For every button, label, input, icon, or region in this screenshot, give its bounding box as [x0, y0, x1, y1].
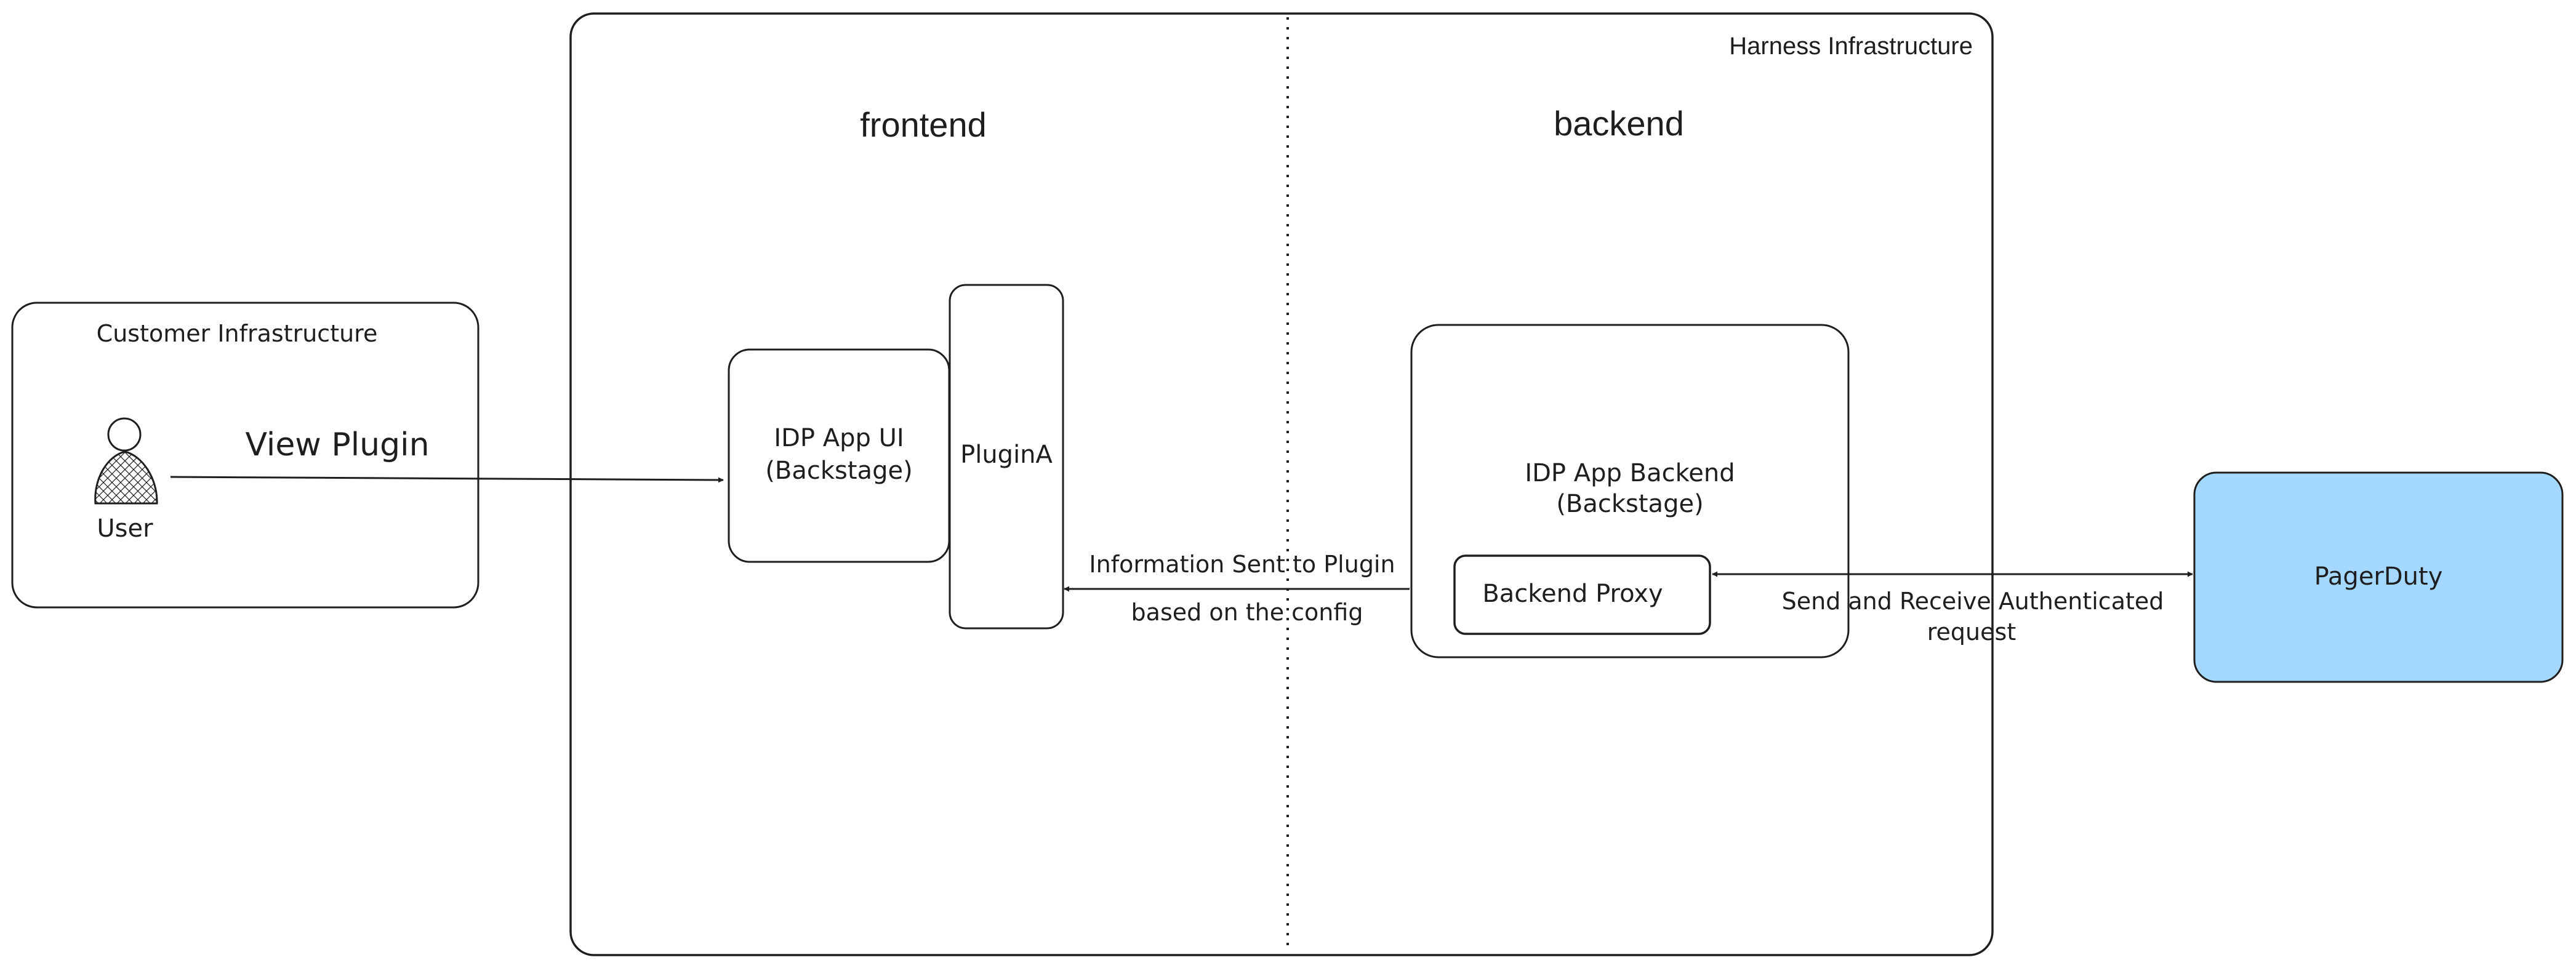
- backend-proxy-label: Backend Proxy: [1482, 580, 1663, 608]
- idp-app-backend-node: IDP App Backend (Backstage): [1410, 324, 1850, 658]
- idp-app-backend-label-line2: (Backstage): [1556, 490, 1703, 518]
- idp-app-ui-node: IDP App UI (Backstage): [728, 348, 950, 563]
- edge-information-sent: Information Sent to Plugin based on the …: [1064, 551, 1410, 626]
- pagerduty-label: PagerDuty: [2314, 562, 2443, 591]
- backend-proxy-node: Backend Proxy: [1453, 554, 1711, 635]
- view-plugin-arrow: [170, 476, 724, 483]
- frontend-section-label: frontend: [860, 105, 987, 144]
- customer-infrastructure-title: Customer Infrastructure: [97, 320, 378, 347]
- plugin-a-box: [949, 284, 1064, 630]
- idp-app-backend-label-line1: IDP App Backend: [1525, 459, 1735, 487]
- harness-infrastructure-container: Harness Infrastructure frontend backend: [569, 12, 1994, 956]
- pagerduty-box: [2193, 471, 2564, 683]
- edge-view-plugin: View Plugin: [170, 426, 724, 483]
- idp-app-ui-label-line2: (Backstage): [765, 457, 912, 485]
- plugin-a-label: PluginA: [960, 441, 1053, 469]
- idp-app-ui-box: [728, 348, 950, 563]
- backend-proxy-box: [1453, 554, 1711, 635]
- authenticated-request-label-line1: Send and Receive Authenticated: [1782, 588, 2164, 615]
- customer-infrastructure-container: Customer Infrastructure User: [11, 302, 479, 609]
- harness-infrastructure-box: [569, 12, 1994, 956]
- idp-app-backend-box: [1410, 324, 1850, 658]
- information-sent-label-line2: based on the config: [1131, 599, 1363, 626]
- edge-authenticated-request: Send and Receive Authenticated request: [1712, 571, 2193, 646]
- information-sent-label-line1: Information Sent to Plugin: [1089, 551, 1395, 578]
- view-plugin-label: View Plugin: [245, 426, 429, 463]
- plugin-a-node: PluginA: [949, 284, 1064, 630]
- idp-app-ui-label-line1: IDP App UI: [774, 424, 904, 452]
- user-label: User: [97, 514, 153, 543]
- harness-infrastructure-title: Harness Infrastructure: [1729, 33, 1973, 60]
- pagerduty-node: PagerDuty: [2193, 471, 2564, 683]
- customer-infrastructure-box: [11, 302, 479, 609]
- authenticated-request-label-line2: request: [1927, 618, 2016, 646]
- user-icon: [94, 417, 158, 505]
- backend-section-label: backend: [1554, 104, 1684, 143]
